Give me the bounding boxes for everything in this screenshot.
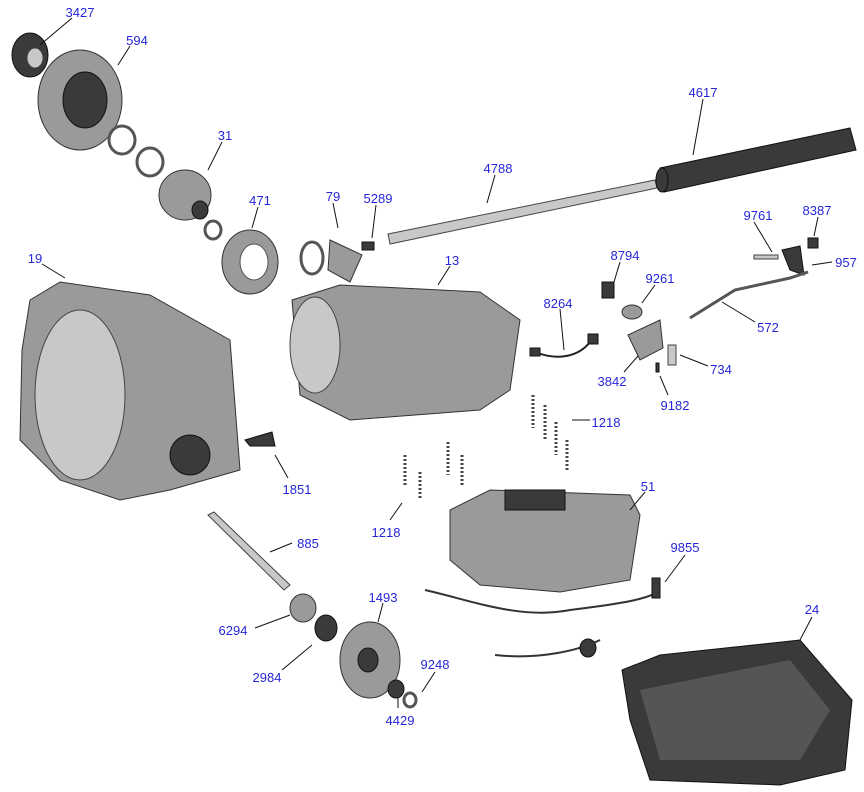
callout-2984: 2984 (253, 670, 282, 685)
part-51-valve-body (449, 489, 641, 593)
callout-13: 13 (445, 253, 459, 268)
part-3427-seal (11, 32, 49, 78)
callout-1851: 1851 (283, 482, 312, 497)
callout-3842: 3842 (598, 374, 627, 389)
callout-4788: 4788 (484, 161, 513, 176)
callout-9182: 9182 (661, 398, 690, 413)
part-9761-pin (753, 254, 779, 260)
part-4429-9248-nuts (387, 679, 418, 709)
callout-957: 957 (835, 255, 857, 270)
callout-9761: 9761 (744, 208, 773, 223)
part-1218-springs (403, 395, 569, 500)
callout-31: 31 (218, 128, 232, 143)
callout-1218-upper: 1218 (592, 415, 621, 430)
part-1493-housing (339, 621, 401, 699)
callout-4429: 4429 (386, 713, 415, 728)
parts (11, 32, 857, 786)
callout-8794: 8794 (611, 248, 640, 263)
part-8794-9261-3842-selector (601, 281, 677, 373)
callout-8264: 8264 (544, 296, 573, 311)
callout-9855: 9855 (671, 540, 700, 555)
callout-885: 885 (297, 536, 319, 551)
callout-9261: 9261 (646, 271, 675, 286)
callout-594: 594 (126, 33, 148, 48)
callout-1493: 1493 (369, 590, 398, 605)
part-885-shaft (207, 511, 291, 591)
callout-6294: 6294 (219, 623, 248, 638)
leader-lines (39, 17, 833, 708)
part-2984-seal (314, 614, 338, 642)
part-9855-wiring (424, 577, 661, 658)
part-4788-shaft (387, 179, 658, 245)
callout-5289: 5289 (364, 191, 393, 206)
part-19-bellhousing (19, 281, 241, 501)
callout-4617: 4617 (689, 85, 718, 100)
callout-734: 734 (710, 362, 732, 377)
part-13-case (289, 284, 521, 421)
part-4617-tube (655, 127, 857, 193)
callout-9248: 9248 (421, 657, 450, 672)
part-8264-sensor (529, 333, 599, 358)
callout-8387: 8387 (803, 203, 832, 218)
part-8387-957-lever (781, 237, 819, 276)
part-572-rod (689, 270, 809, 320)
part-471-ring-gear (221, 229, 279, 295)
callout-51: 51 (641, 479, 655, 494)
part-1851-lever (244, 431, 276, 447)
callout-79: 79 (326, 189, 340, 204)
callout-24: 24 (805, 602, 819, 617)
part-79-pinion (299, 239, 375, 283)
part-31-differential (158, 169, 223, 241)
part-594-pump (37, 49, 123, 151)
callout-labels: 3427 594 31 471 79 5289 4788 4617 9761 8… (28, 5, 857, 728)
callout-3427: 3427 (66, 5, 95, 20)
part-rings (107, 124, 165, 178)
callout-572: 572 (757, 320, 779, 335)
part-6294-bearing (289, 593, 317, 623)
part-24-oil-pan (621, 639, 853, 786)
callout-1218-lower: 1218 (372, 525, 401, 540)
callout-19: 19 (28, 251, 42, 266)
callout-471: 471 (249, 193, 271, 208)
